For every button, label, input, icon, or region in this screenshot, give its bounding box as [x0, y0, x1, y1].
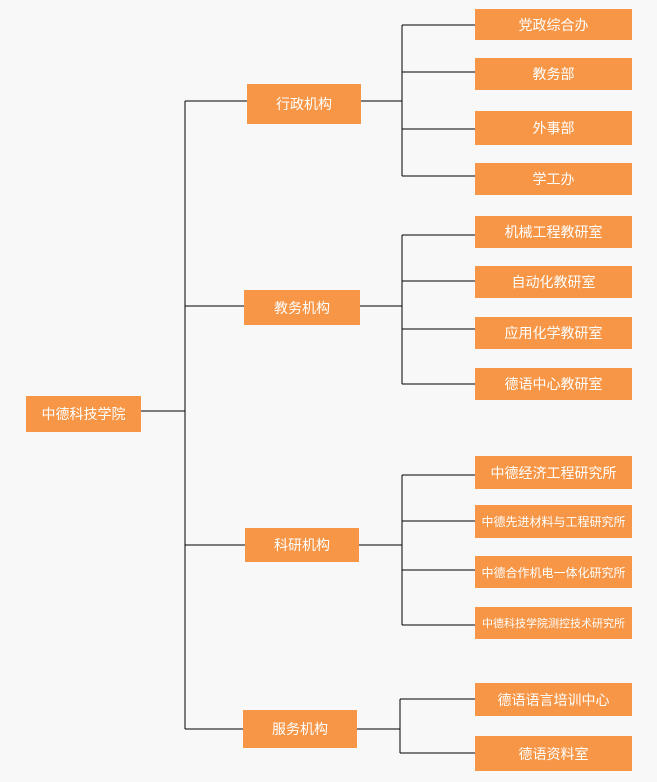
- leaf-label: 党政综合办: [518, 17, 589, 34]
- branch-label: 行政机构: [276, 97, 332, 113]
- leaf-label: 学工办: [532, 172, 575, 188]
- leaf-label: 应用化学教研室: [504, 326, 603, 342]
- leaf-label: 教务部: [532, 67, 575, 83]
- branch-label: 教务机构: [274, 300, 330, 317]
- leaf-node: 德语语言培训中心: [475, 683, 632, 716]
- branch-label: 科研机构: [274, 538, 330, 554]
- leaf-label: 德语语言培训中心: [497, 692, 610, 709]
- leaf-node: 中德合作机电一体化研究所: [475, 556, 632, 588]
- leaf-node: 机械工程教研室: [475, 216, 632, 248]
- leaf-label: 自动化教研室: [511, 275, 596, 291]
- leaf-node: 德语资料室: [475, 736, 632, 771]
- leaf-label: 中德经济工程研究所: [490, 465, 617, 482]
- leaf-label: 中德先进材料与工程研究所: [481, 515, 626, 529]
- leaf-node: 中德经济工程研究所: [475, 456, 632, 489]
- leaf-label: 中德合作机电一体化研究所: [481, 565, 626, 580]
- leaf-node: 中德先进材料与工程研究所: [475, 505, 632, 538]
- leaf-node: 外事部: [475, 111, 632, 145]
- branch-node-administration: 行政机构: [247, 84, 361, 124]
- leaf-node: 教务部: [475, 58, 632, 90]
- leaf-node: 自动化教研室: [475, 266, 632, 298]
- leaf-node: 应用化学教研室: [475, 317, 632, 349]
- root-node: 中德科技学院: [26, 396, 141, 432]
- leaf-label: 外事部: [532, 121, 575, 137]
- leaf-node: 德语中心教研室: [475, 368, 632, 400]
- leaf-label: 德语中心教研室: [504, 377, 603, 393]
- root-label: 中德科技学院: [41, 407, 126, 423]
- leaf-label: 机械工程教研室: [504, 225, 603, 241]
- leaf-node: 党政综合办: [475, 9, 632, 40]
- leaf-label: 中德科技学院测控技术研究所: [482, 617, 625, 630]
- leaf-label: 德语资料室: [518, 746, 589, 763]
- leaf-node: 学工办: [475, 163, 632, 195]
- branch-node-services: 服务机构: [243, 710, 357, 748]
- branch-node-research: 科研机构: [245, 528, 359, 562]
- branch-node-teaching: 教务机构: [244, 290, 360, 325]
- branch-label: 服务机构: [272, 722, 328, 738]
- leaf-node: 中德科技学院测控技术研究所: [475, 607, 632, 639]
